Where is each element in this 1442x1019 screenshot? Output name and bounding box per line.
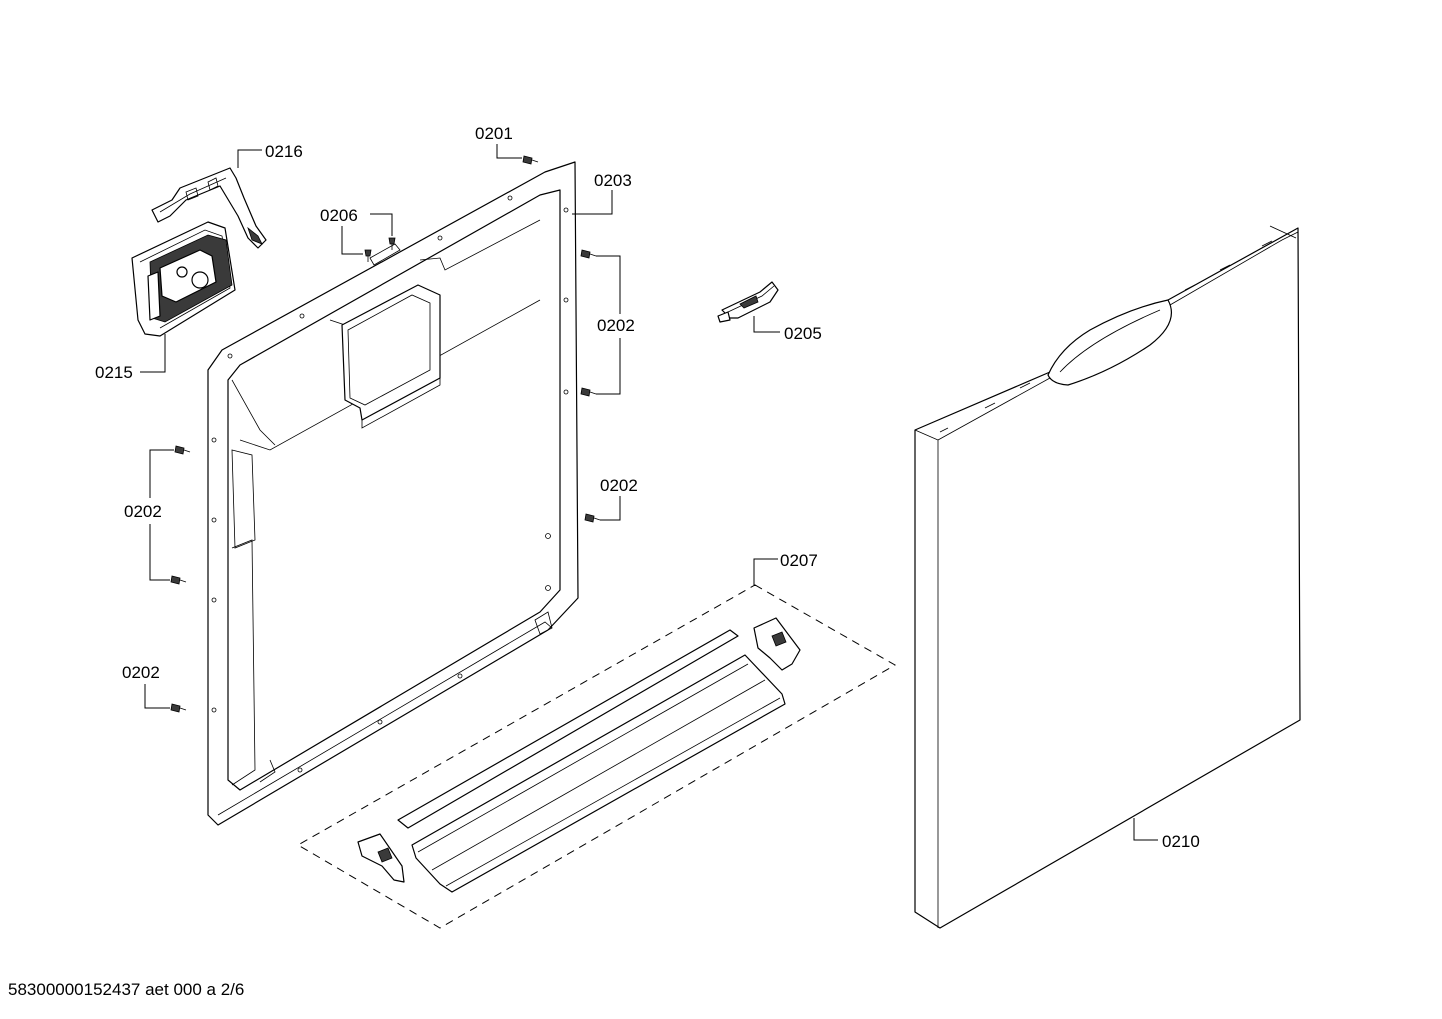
callout-0203: 0203 xyxy=(594,171,632,190)
callout-0202-left-bottom: 0202 xyxy=(122,663,160,682)
screw-0202-f xyxy=(170,703,187,713)
callout-0216: 0216 xyxy=(265,142,303,161)
document-id-label: 58300000152437 aet 000 a 2/6 xyxy=(8,980,245,999)
callout-0202-right-mid: 0202 xyxy=(600,476,638,495)
screw-0202-a xyxy=(580,249,597,259)
screw-0206-a xyxy=(364,249,372,262)
callout-0215: 0215 xyxy=(95,363,133,382)
screw-0202-d xyxy=(174,445,191,455)
callout-0205: 0205 xyxy=(784,324,822,343)
callout-0207: 0207 xyxy=(780,551,818,570)
callout-labels: 0201 0203 0206 0216 0215 0202 0202 0202 … xyxy=(95,124,1200,851)
callout-0201: 0201 xyxy=(475,124,513,143)
inner-door-frame-part xyxy=(207,161,579,826)
callout-0210: 0210 xyxy=(1162,832,1200,851)
callout-0206: 0206 xyxy=(320,206,358,225)
leader-lines xyxy=(140,144,1158,841)
screw-0201 xyxy=(522,155,539,165)
door-latch-part xyxy=(151,167,267,249)
dispenser-part xyxy=(131,221,236,337)
screw-0202-c xyxy=(584,513,601,523)
hinge-part xyxy=(717,281,779,323)
screw-0206-b xyxy=(388,237,396,250)
callout-0202-left-mid: 0202 xyxy=(124,502,162,521)
callout-0202-right-top: 0202 xyxy=(597,316,635,335)
outer-door-panel-part xyxy=(914,225,1301,929)
screw-0202-e xyxy=(170,575,187,585)
bottom-trim-kit xyxy=(296,584,897,929)
screw-0202-b xyxy=(580,387,597,397)
screws xyxy=(170,155,601,713)
